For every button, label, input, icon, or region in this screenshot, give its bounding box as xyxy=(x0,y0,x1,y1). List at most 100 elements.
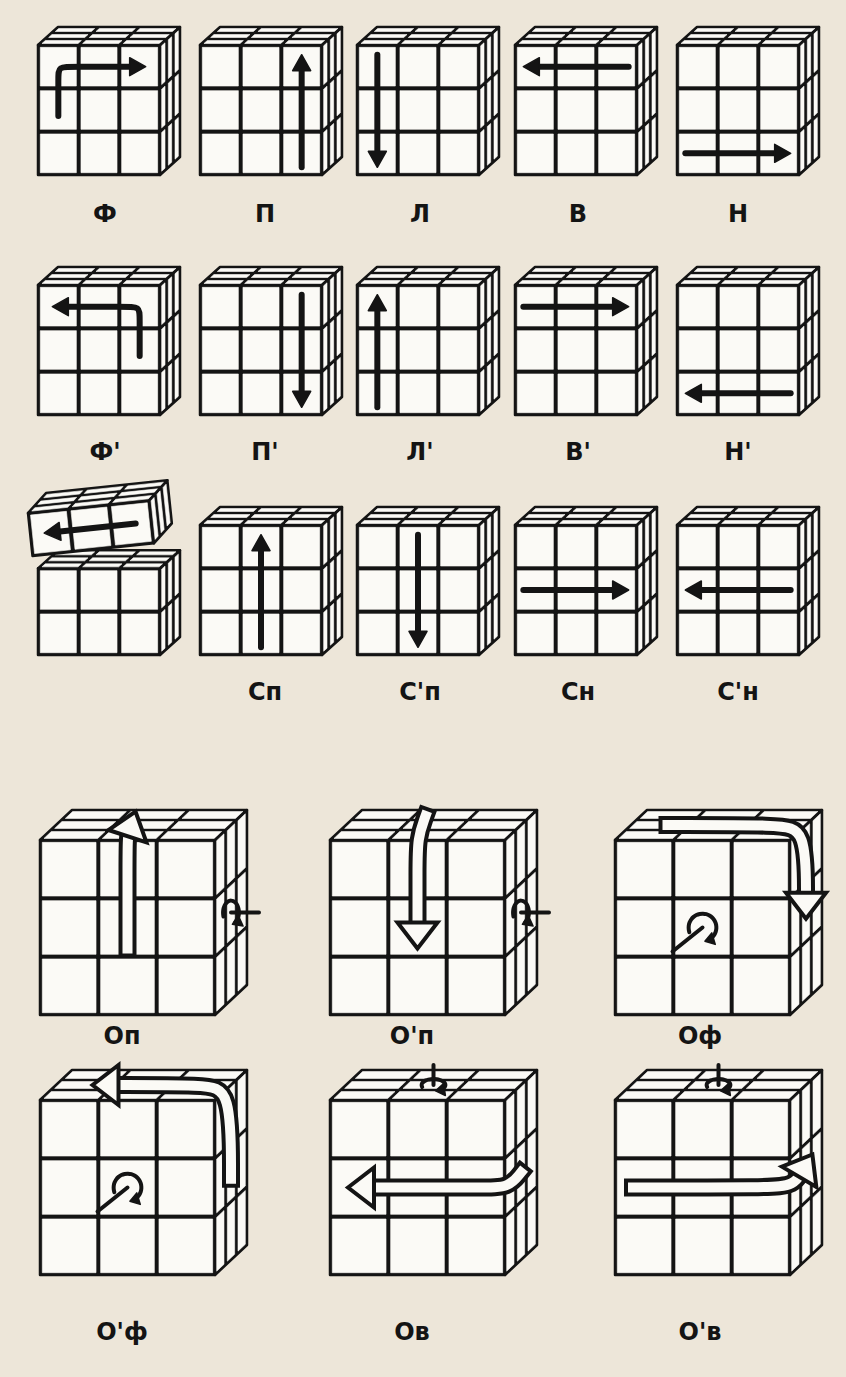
front-face xyxy=(677,285,799,415)
cube xyxy=(677,507,819,655)
sticker xyxy=(137,29,176,32)
sticker xyxy=(151,498,159,540)
sticker xyxy=(761,47,797,86)
sticker xyxy=(558,331,594,370)
front-face xyxy=(357,45,479,175)
move-figure xyxy=(38,267,180,415)
sticker xyxy=(78,493,117,500)
sticker xyxy=(330,80,333,122)
top-face xyxy=(515,507,657,525)
top-face xyxy=(677,267,819,285)
move-arrow xyxy=(689,914,717,945)
sticker xyxy=(560,521,599,524)
front-face xyxy=(615,840,790,1015)
sticker xyxy=(676,842,730,896)
sticker xyxy=(481,86,484,128)
sticker xyxy=(204,281,243,284)
sticker xyxy=(162,609,165,651)
move-label: В' xyxy=(565,438,591,466)
sticker xyxy=(355,812,416,819)
sticker xyxy=(414,1072,475,1079)
sticker xyxy=(814,117,817,159)
cube xyxy=(357,507,499,655)
sticker xyxy=(481,283,484,325)
arrow-line xyxy=(374,55,380,156)
arrow-head xyxy=(252,535,270,551)
move-arrow xyxy=(368,55,386,168)
move-label: С'н xyxy=(717,678,759,706)
front-face xyxy=(38,285,160,415)
sticker xyxy=(481,326,484,368)
sticker xyxy=(762,41,801,44)
cube xyxy=(330,1070,537,1275)
sticker xyxy=(728,35,767,38)
sticker xyxy=(801,283,804,325)
sticker xyxy=(175,357,178,399)
sticker xyxy=(720,331,756,370)
arrow-line xyxy=(523,587,617,593)
sticker xyxy=(494,597,497,639)
sticker xyxy=(519,521,558,524)
sticker xyxy=(168,320,171,362)
sticker xyxy=(481,566,484,608)
sticker xyxy=(681,281,720,284)
sticker xyxy=(49,275,88,278)
sticker xyxy=(330,603,333,645)
sticker xyxy=(639,86,642,128)
sticker xyxy=(507,951,514,1012)
sticker xyxy=(517,527,553,566)
sticker xyxy=(735,269,774,272)
sticker xyxy=(101,1102,155,1156)
sticker xyxy=(65,812,126,819)
sticker xyxy=(487,603,490,645)
sticker xyxy=(526,515,565,518)
cube xyxy=(357,267,499,415)
sticker xyxy=(258,269,297,272)
sticker xyxy=(324,283,327,325)
sticker xyxy=(519,41,558,44)
move-arrow xyxy=(685,384,790,402)
sticker xyxy=(441,614,477,653)
sticker xyxy=(573,509,612,512)
sticker xyxy=(217,834,224,895)
sticker xyxy=(400,374,436,413)
sticker xyxy=(162,566,165,608)
rotation-symbol xyxy=(223,901,259,926)
cube xyxy=(677,27,819,175)
arrow-line xyxy=(697,390,791,396)
move-arrow xyxy=(398,816,438,949)
move-label: Ов xyxy=(394,1318,430,1346)
sticker xyxy=(814,74,817,116)
sticker xyxy=(639,369,642,411)
sticker xyxy=(400,47,436,86)
sticker xyxy=(688,275,727,278)
sticker xyxy=(251,35,290,38)
sticker xyxy=(519,281,558,284)
sticker xyxy=(42,564,81,567)
sticker xyxy=(517,134,553,173)
arrow-head xyxy=(775,144,791,162)
sticker xyxy=(159,959,213,1013)
sticker xyxy=(735,29,774,32)
sticker xyxy=(807,123,810,165)
sticker xyxy=(617,1219,671,1273)
sticker xyxy=(251,515,290,518)
sticker xyxy=(645,517,648,559)
sticker xyxy=(813,931,820,992)
arrow-line xyxy=(64,307,140,356)
sticker xyxy=(757,1072,818,1079)
sticker xyxy=(40,374,76,413)
sticker xyxy=(337,74,340,116)
sticker xyxy=(558,614,594,653)
sticker xyxy=(801,369,804,411)
sticker xyxy=(89,35,128,38)
arrow-head xyxy=(522,915,533,926)
sticker xyxy=(42,1102,96,1156)
sticker xyxy=(243,331,279,370)
move-label: Сн xyxy=(561,678,595,706)
side-face xyxy=(637,267,657,415)
sticker xyxy=(487,37,490,79)
sticker xyxy=(243,91,279,130)
sticker xyxy=(652,271,655,313)
sticker xyxy=(175,31,178,73)
